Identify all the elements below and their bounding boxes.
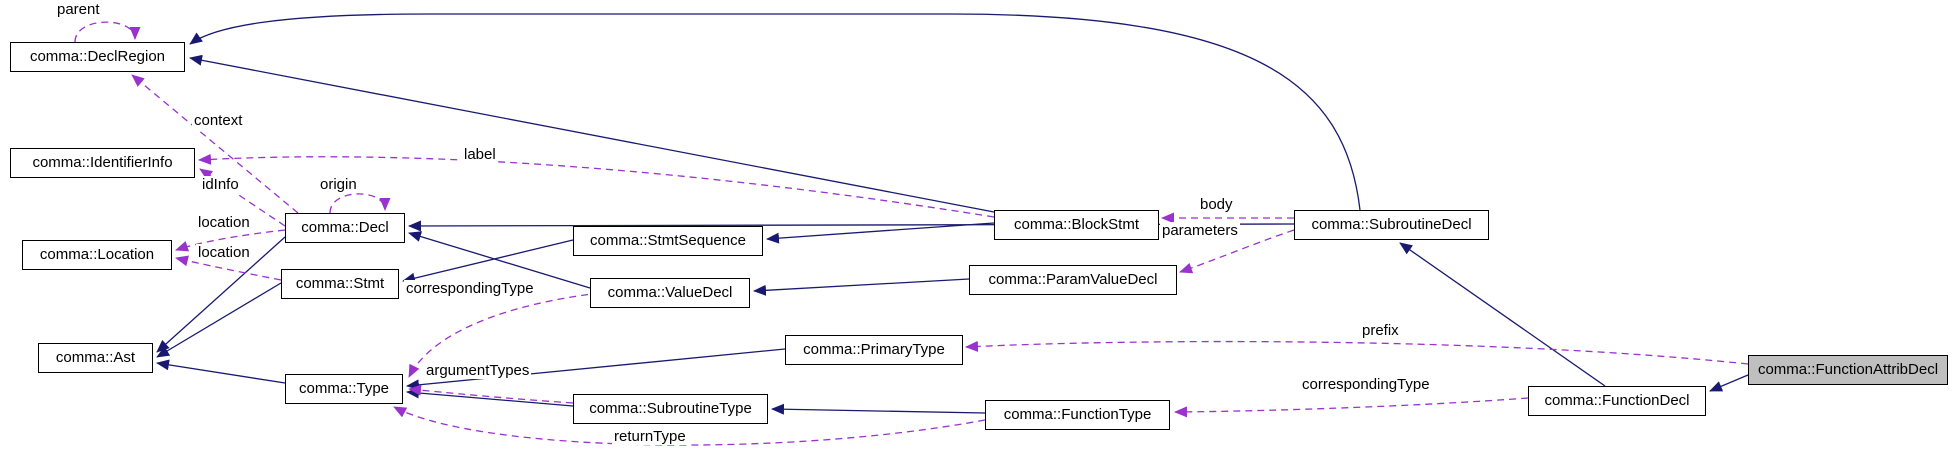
edge-label-correspondingtype-1: correspondingType (404, 280, 536, 297)
edge-usage-label (198, 153, 995, 218)
node-comma-functionattribdecl[interactable]: comma::FunctionAttribDecl (1748, 355, 1948, 385)
edge-usage-correspondingtype-functiondecl (1174, 397, 1529, 418)
node-comma-subroutinetype[interactable]: comma::SubroutineType (573, 394, 768, 424)
edge-inheritance-primarytype-type (406, 348, 786, 391)
edge-usage-location-from-decl (175, 229, 286, 252)
edge-inheritance-functiontype-subroutinetype (771, 403, 986, 415)
edge-label-parameters: parameters (1160, 222, 1240, 239)
node-comma-stmtsequence[interactable]: comma::StmtSequence (573, 226, 763, 256)
edge-usage-correspondingtype-valuedecl (408, 292, 601, 378)
edge-usage-parameters (1179, 229, 1295, 274)
edge-inheritance-functiondecl-subroutinedecl (1399, 242, 1606, 387)
node-comma-blockstmt[interactable]: comma::BlockStmt (994, 210, 1159, 240)
node-comma-identifierinfo[interactable]: comma::IdentifierInfo (10, 148, 195, 178)
edge-label-idinfo: idInfo (200, 176, 241, 193)
node-comma-declregion[interactable]: comma::DeclRegion (10, 42, 185, 72)
node-comma-subroutinedecl[interactable]: comma::SubroutineDecl (1294, 210, 1489, 240)
edge-label-origin: origin (318, 176, 359, 193)
node-comma-paramvaluedecl[interactable]: comma::ParamValueDecl (969, 265, 1177, 295)
edge-label-prefix: prefix (1360, 322, 1401, 339)
edge-inheritance-type-ast (156, 359, 286, 384)
edge-label-argumenttypes: argumentTypes (424, 362, 532, 379)
edge-inheritance-paramvaluedecl-valuedecl (753, 278, 970, 296)
edge-label-context: context (192, 112, 245, 129)
edge-usage-prefix (965, 340, 1749, 365)
node-comma-type[interactable]: comma::Type (285, 374, 403, 404)
edge-inheritance-blockstmt-stmtsequence (766, 222, 995, 244)
edge-label-correspondingtype-2: correspondingType (1300, 376, 1432, 393)
edge-label-location-1: location (196, 214, 252, 231)
node-comma-primarytype[interactable]: comma::PrimaryType (785, 335, 963, 365)
edge-label-parent: parent (55, 1, 102, 18)
edge-usage-argumenttypes (408, 384, 574, 404)
edge-usage-parent-self-loop (74, 21, 141, 43)
edge-inheritance-blockstmt-declregion (189, 54, 995, 213)
edge-inheritance-stmt-ast (156, 282, 282, 358)
edge-inheritance-subroutinetype-type (406, 387, 574, 407)
node-comma-location[interactable]: comma::Location (22, 240, 172, 270)
edge-usage-location-from-stmt (175, 255, 282, 281)
node-comma-valuedecl[interactable]: comma::ValueDecl (590, 278, 750, 308)
edge-inheritance-functionattribdecl-functiondecl (1709, 374, 1749, 392)
edge-label-label: label (462, 146, 498, 163)
node-comma-ast[interactable]: comma::Ast (38, 343, 153, 373)
edge-label-returntype: returnType (612, 428, 688, 445)
node-comma-stmt[interactable]: comma::Stmt (281, 269, 399, 299)
edge-inheritance-subroutinedecl-declregion (189, 13, 1361, 211)
edge-usage-origin-self-loop (329, 193, 391, 214)
edge-inheritance-valuedecl-decl (408, 231, 591, 289)
edge-inheritance-stmtsequence-stmt (402, 239, 574, 284)
node-comma-functiondecl[interactable]: comma::FunctionDecl (1528, 386, 1706, 416)
edge-label-location-2: location (196, 244, 252, 261)
node-comma-decl[interactable]: comma::Decl (285, 213, 405, 243)
node-comma-functiontype[interactable]: comma::FunctionType (985, 400, 1170, 430)
edge-label-body: body (1198, 196, 1235, 213)
edge-inheritance-decl-ast (156, 236, 286, 353)
